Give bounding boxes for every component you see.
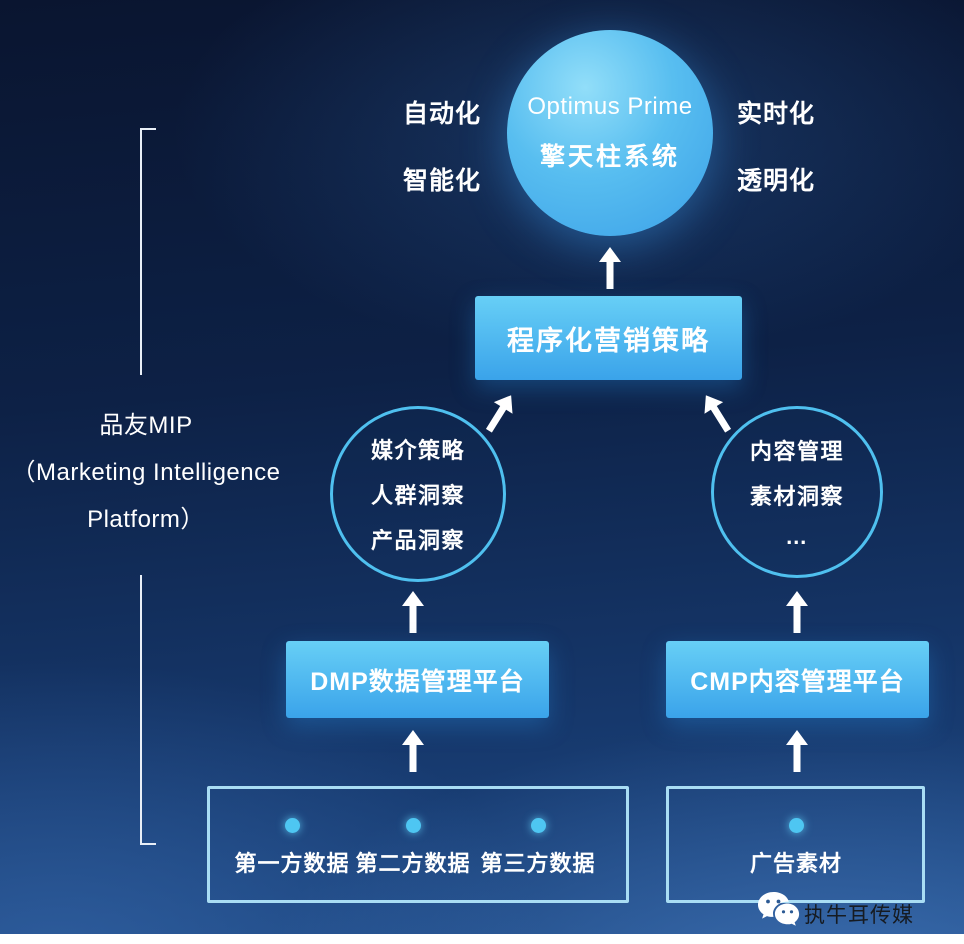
bullet-dot-icon [406,818,421,833]
dmp-box: DMP数据管理平台 [286,641,549,718]
label-realtime: 实时化 [737,100,816,128]
content-mgmt-circle: 内容管理 素材洞察 … [711,406,883,578]
watermark-text: 执牛耳传媒 [804,904,914,927]
bracket-upper-line [140,128,142,375]
bullet-dot-icon [285,818,300,833]
mip-label-line3: Platform） [87,506,205,533]
arrow-up-right-icon [485,395,513,433]
bullet-dot-icon [531,818,546,833]
mip-label: 品友MIP （Marketing Intelligence Platform） [0,402,292,543]
ellipsis-line: … [785,524,809,549]
arrow-up-left-icon [704,395,732,433]
data-sources-box [207,786,629,903]
arrow-up-icon [786,591,808,633]
wechat-icon [758,892,800,926]
label-transparent: 透明化 [737,167,816,195]
product-insight-line: 产品洞察 [370,528,465,553]
arrow-up-icon [599,247,621,289]
media-strategy-line: 媒介策略 [370,438,465,463]
ad-material-label: 广告素材 [749,851,843,876]
dmp-box-label: DMP数据管理平台 [310,667,525,696]
strategy-box: 程序化营销策略 [475,296,742,380]
bracket-lower-line [140,575,142,845]
mip-label-line1: 品友MIP [99,412,193,439]
cmp-box: CMP内容管理平台 [666,641,929,718]
bracket-top-tick [140,128,156,130]
optimus-prime-title: Optimus Prime [527,93,693,120]
bottom-strip [0,934,964,944]
arrow-up-icon [786,730,808,772]
arrow-up-icon [402,730,424,772]
media-strategy-circle: 媒介策略 人群洞察 产品洞察 [330,406,506,582]
bracket-bottom-tick [140,843,156,845]
data-source-label: 第一方数据 [234,851,350,876]
arrow-up-icon [402,591,424,633]
optimus-prime-subtitle: 擎天柱系统 [539,143,680,171]
data-source-label: 第二方数据 [355,851,471,876]
strategy-box-label: 程序化营销策略 [507,325,710,356]
label-intelligent: 智能化 [403,167,482,195]
label-automation: 自动化 [403,100,482,128]
data-source-label: 第三方数据 [480,851,596,876]
material-insight-line: 素材洞察 [749,484,844,509]
ad-material-box [666,786,925,903]
mip-label-line2: （Marketing Intelligence [11,459,281,486]
cmp-box-label: CMP内容管理平台 [690,667,905,696]
content-mgmt-line: 内容管理 [749,439,844,464]
optimus-prime-circle: Optimus Prime 擎天柱系统 [507,30,713,236]
audience-insight-line: 人群洞察 [370,483,465,508]
bullet-dot-icon [789,818,804,833]
